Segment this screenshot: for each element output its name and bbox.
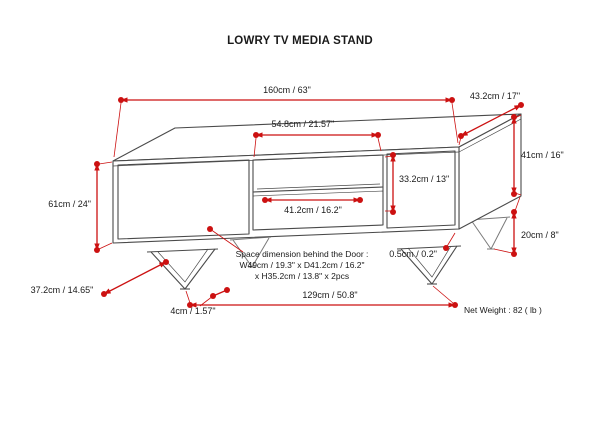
- dim-label-overall-height: 61cm / 24": [48, 199, 91, 209]
- dim-overall-height: 61cm / 24": [48, 161, 113, 253]
- dim-opening-width: 54.8cm / 21.57'': [253, 119, 382, 158]
- dim-label-body-height: 41cm / 16": [521, 150, 564, 160]
- right-door: [386, 150, 456, 229]
- open-shelf-compartment: [252, 154, 384, 231]
- middle-shelf: [252, 183, 384, 197]
- back-right-leg: [467, 216, 511, 250]
- dim-opening-height: 33.2cm / 13": [384, 152, 449, 215]
- left-door: [117, 159, 250, 240]
- net-weight-label: Net Weight : 82 ( lb ): [464, 305, 542, 315]
- dim-door-gap: 0.5cm / 0.2": [389, 232, 456, 259]
- dim-label-depth: 37.2cm / 14.65": [31, 285, 94, 295]
- dim-label-top-depth: 43.2cm / 17": [470, 91, 520, 101]
- front-left-leg: [146, 248, 219, 290]
- dim-leg-strap-width: 4cm / 1.57": [170, 287, 230, 316]
- dim-label-door-gap: 0.5cm / 0.2": [389, 249, 437, 259]
- door-space-note-line1: Space dimension behind the Door :: [236, 249, 369, 259]
- dim-leg-height: 20cm / 8": [493, 196, 559, 257]
- dim-shelf-width: 41.2cm / 16.2": [262, 197, 363, 215]
- dim-depth: 37.2cm / 14.65": [31, 259, 169, 297]
- dim-label-opening-height: 33.2cm / 13": [399, 174, 449, 184]
- dim-label-top-width: 160cm / 63": [263, 85, 311, 95]
- dim-label-leg-span: 129cm / 50.8": [302, 290, 357, 300]
- dim-leg-span: 129cm / 50.8": [185, 285, 458, 308]
- page-title: LOWRY TV MEDIA STAND: [227, 35, 373, 47]
- dim-top-depth: 43.2cm / 17": [458, 91, 524, 146]
- door-space-note-line2: W49cm / 19.3" x D41.2cm / 16.2": [239, 260, 364, 270]
- dim-label-opening-width: 54.8cm / 21.57'': [272, 119, 335, 129]
- dim-label-leg-strap-width: 4cm / 1.57": [170, 306, 215, 316]
- dim-top-width: 160cm / 63": [113, 85, 459, 158]
- dim-label-leg-height: 20cm / 8": [521, 230, 559, 240]
- door-space-note: Space dimension behind the Door : W49cm …: [207, 226, 368, 281]
- front-right-leg: [396, 245, 462, 285]
- door-space-note-line3: x H35.2cm / 13.8" x 2pcs: [255, 271, 349, 281]
- dim-body-height: 41cm / 16": [511, 114, 564, 197]
- dim-label-shelf-width: 41.2cm / 16.2": [284, 205, 342, 215]
